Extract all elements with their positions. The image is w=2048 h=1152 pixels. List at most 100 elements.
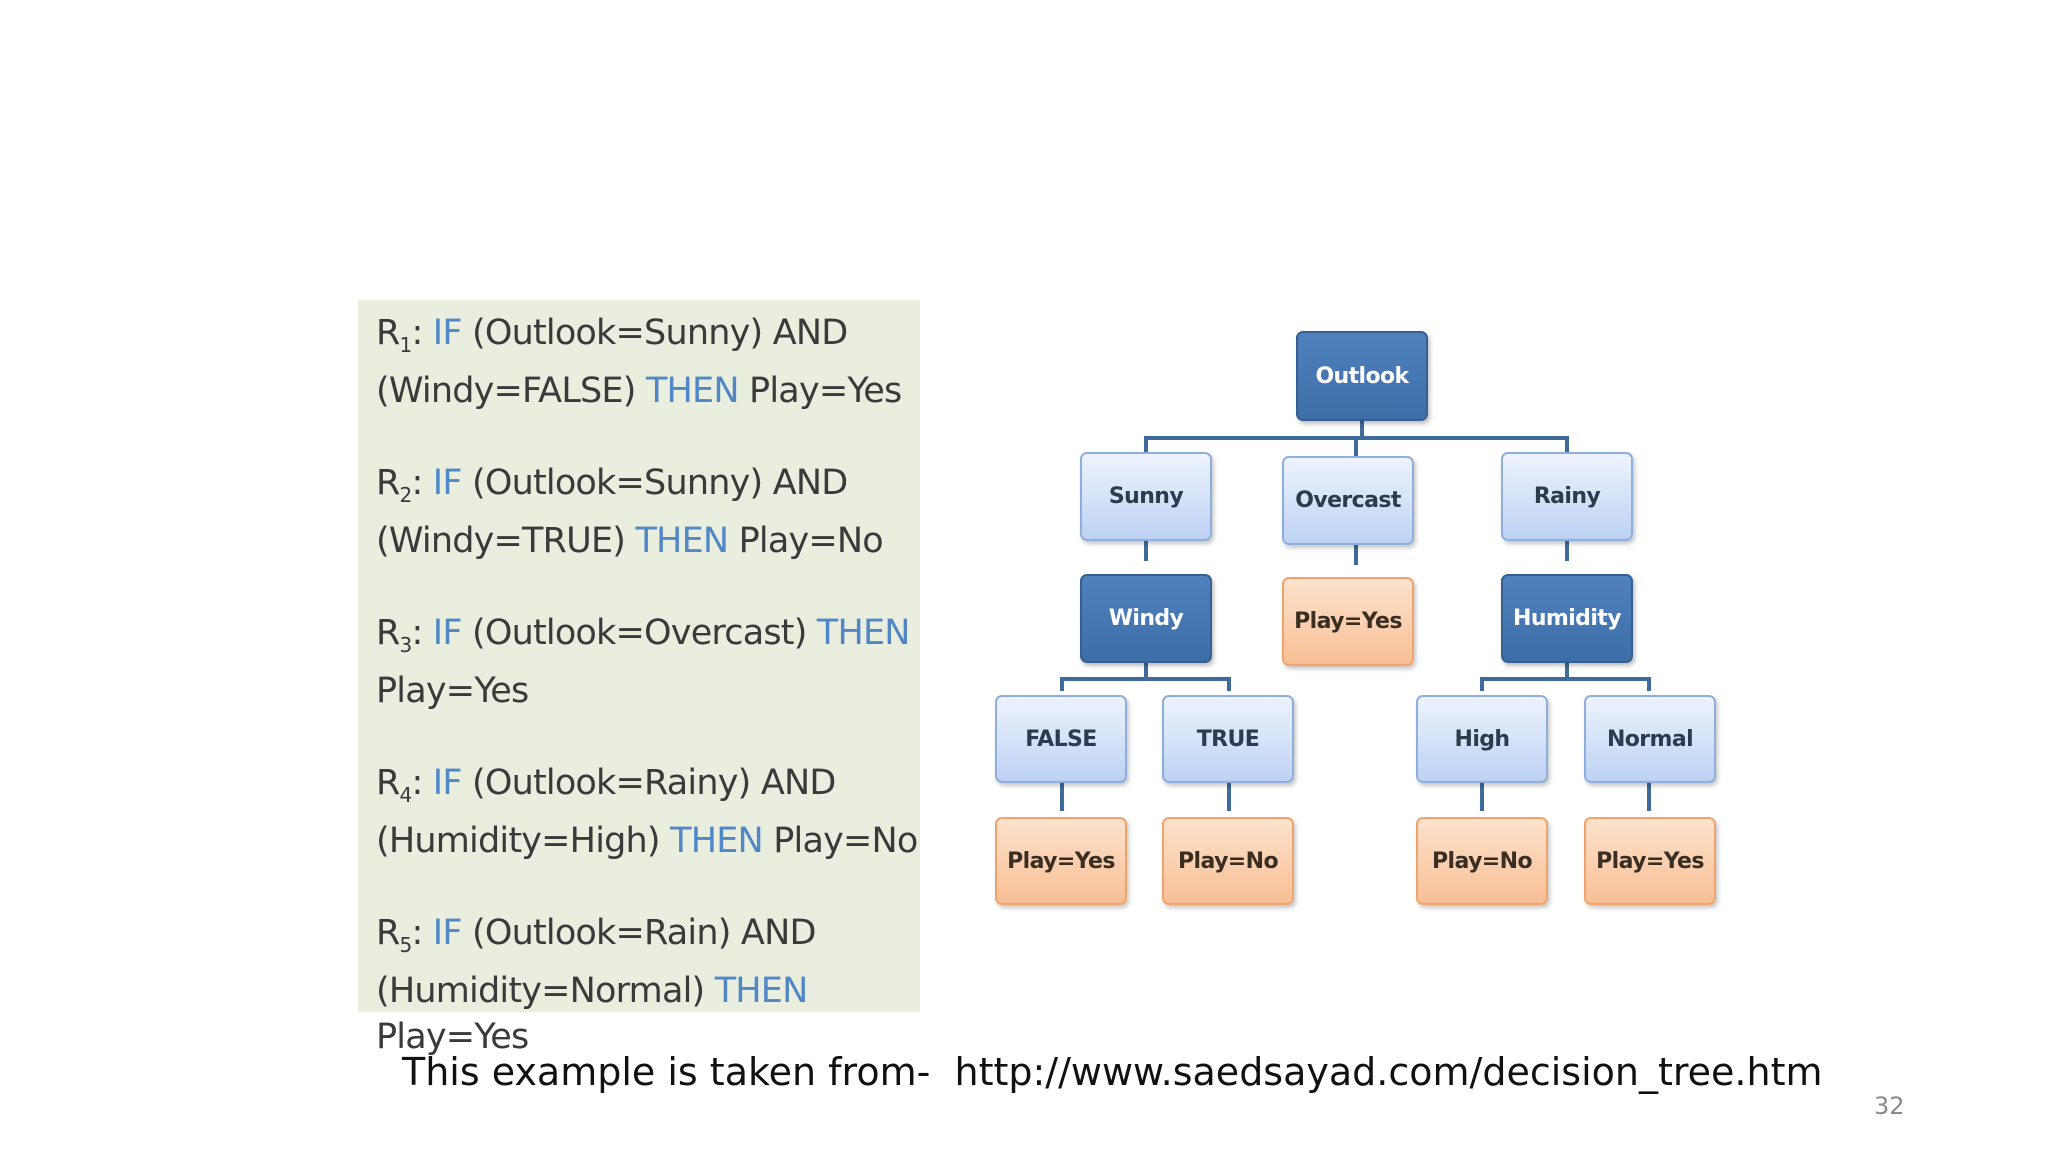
rule-text: (Humidity=High) <box>376 821 671 861</box>
rule-text: (Outlook=Overcast) <box>461 613 817 653</box>
rule-text: : <box>411 913 433 953</box>
rule-text: (Outlook=Rainy) AND <box>461 763 836 803</box>
rules-panel: R1: IF (Outlook=Sunny) AND(Windy=FALSE) … <box>358 300 920 1057</box>
rule-line: (Windy=FALSE) THEN Play=Yes <box>376 368 920 414</box>
rule-line: R5: IF (Outlook=Rain) AND <box>376 910 920 968</box>
rule-text: (Windy=FALSE) <box>376 371 646 411</box>
rule-text: (Windy=TRUE) <box>376 521 636 561</box>
rule-line: R2: IF (Outlook=Sunny) AND <box>376 460 920 518</box>
node-false-play: Play=Yes <box>995 817 1127 905</box>
node-label: Outlook <box>1315 363 1409 389</box>
node-high-play: Play=No <box>1416 817 1548 905</box>
rule-index: 1 <box>399 333 413 357</box>
node-rainy: Rainy <box>1501 452 1633 541</box>
node-high: High <box>1416 695 1548 783</box>
rule-line: (Windy=TRUE) THEN Play=No <box>376 518 920 564</box>
node-false: FALSE <box>995 695 1127 783</box>
rule-keyword: IF <box>432 313 463 353</box>
rule-line: R1: IF (Outlook=Sunny) AND <box>376 310 920 368</box>
rule-keyword: THEN <box>670 821 764 861</box>
rule-index: 5 <box>399 933 413 957</box>
node-true: TRUE <box>1162 695 1294 783</box>
rule-text: : <box>411 463 433 503</box>
edge <box>1144 663 1148 679</box>
rule-text: Play=Yes <box>738 371 902 411</box>
edge <box>1060 783 1064 811</box>
edge <box>1480 783 1484 811</box>
rule-line: R4: IF (Outlook=Rainy) AND <box>376 760 920 818</box>
rule-1: R1: IF (Outlook=Sunny) AND(Windy=FALSE) … <box>376 310 920 414</box>
rule-2: R2: IF (Outlook=Sunny) AND(Windy=TRUE) T… <box>376 460 920 564</box>
node-label: Sunny <box>1108 484 1184 509</box>
node-label: Normal <box>1606 726 1694 752</box>
rule-keyword: THEN <box>635 521 729 561</box>
edge <box>1060 677 1064 691</box>
rule-keyword: THEN <box>714 971 809 1011</box>
rule-text: (Humidity=Normal) <box>376 971 715 1011</box>
rule-id: R <box>376 763 400 803</box>
edge <box>1565 663 1569 679</box>
node-label: Rainy <box>1533 484 1601 509</box>
edge <box>1227 783 1231 811</box>
rule-4: R4: IF (Outlook=Rainy) AND(Humidity=High… <box>376 760 920 864</box>
edge <box>1144 436 1148 452</box>
edge <box>1354 545 1358 565</box>
node-label: Play=Yes <box>1007 848 1115 874</box>
rule-5: R5: IF (Outlook=Rain) AND(Humidity=Norma… <box>376 910 920 1060</box>
rule-id: R <box>376 613 400 653</box>
rule-text: Play=Yes <box>376 1017 529 1057</box>
rule-keyword: IF <box>432 913 463 953</box>
slide-number: 32 <box>1874 1092 1905 1120</box>
node-label: Humidity <box>1513 606 1621 631</box>
node-sunny: Sunny <box>1080 452 1212 541</box>
rule-text: : <box>411 763 433 803</box>
edge <box>1060 677 1230 681</box>
node-label: Play=No <box>1178 848 1279 874</box>
node-label: TRUE <box>1196 726 1260 752</box>
node-windy: Windy <box>1080 574 1212 663</box>
rule-line: Play=Yes <box>376 1014 920 1060</box>
node-humidity: Humidity <box>1501 574 1633 663</box>
node-label: Play=Yes <box>1294 609 1402 634</box>
edge <box>1565 436 1569 452</box>
rule-index: 3 <box>399 633 413 657</box>
node-label: Windy <box>1108 606 1184 631</box>
rule-text: (Outlook=Sunny) AND <box>461 463 848 503</box>
edge <box>1144 541 1148 561</box>
edge <box>1360 421 1364 437</box>
rule-index: 2 <box>399 483 413 507</box>
node-overcast-play: Play=Yes <box>1282 577 1414 666</box>
node-normal-play: Play=Yes <box>1584 817 1716 905</box>
rule-line: (Humidity=High) THEN Play=No <box>376 818 920 864</box>
rule-text: Play=No <box>728 521 884 561</box>
rule-keyword: IF <box>432 613 463 653</box>
rule-keyword: IF <box>432 463 463 503</box>
edge <box>1480 677 1650 681</box>
node-label: FALSE <box>1025 726 1097 752</box>
edge <box>1565 541 1569 561</box>
edge <box>1647 677 1651 691</box>
node-true-play: Play=No <box>1162 817 1294 905</box>
rule-index: 4 <box>399 783 413 807</box>
rule-id: R <box>376 313 400 353</box>
edge <box>1227 677 1231 691</box>
rule-keyword: IF <box>432 763 463 803</box>
edge <box>1354 436 1358 456</box>
rule-line: Play=Yes <box>376 668 920 714</box>
rule-text: : <box>411 613 433 653</box>
node-label: Play=No <box>1432 848 1533 874</box>
rule-text: (Outlook=Rain) AND <box>461 913 816 953</box>
rule-text: Play=Yes <box>376 671 529 711</box>
node-overcast: Overcast <box>1282 456 1414 545</box>
rule-id: R <box>376 463 400 503</box>
node-label: Overcast <box>1295 488 1401 513</box>
source-citation: This example is taken from- http://www.s… <box>402 1050 1823 1094</box>
rule-keyword: THEN <box>645 371 740 411</box>
rule-id: R <box>376 913 400 953</box>
node-label: Play=Yes <box>1596 848 1704 874</box>
rule-line: R3: IF (Outlook=Overcast) THEN <box>376 610 920 668</box>
rule-keyword: THEN <box>816 613 911 653</box>
rule-text: Play=No <box>762 821 918 861</box>
rule-text: (Outlook=Sunny) AND <box>461 313 848 353</box>
